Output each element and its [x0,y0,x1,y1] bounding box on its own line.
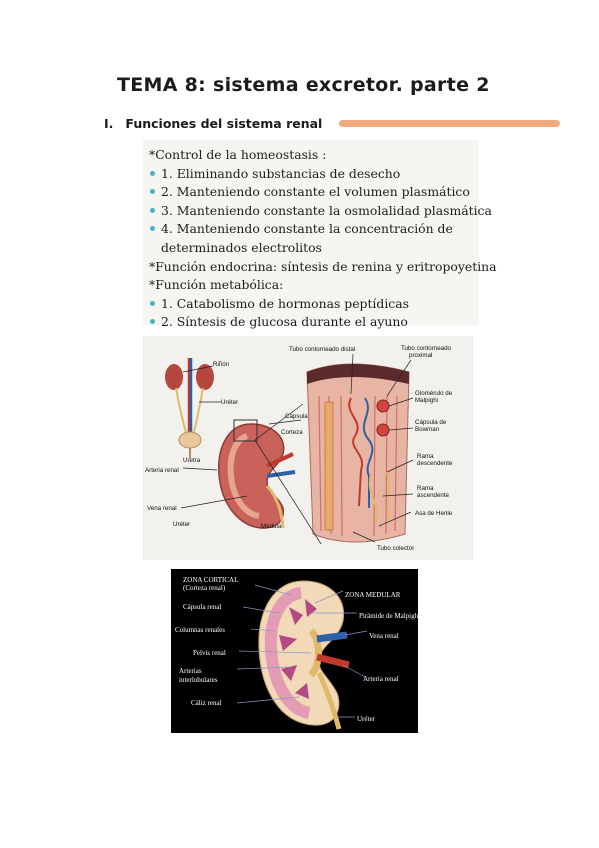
function-line: 3. Manteniendo constante la osmolalidad … [149,202,492,221]
label-corteza: Corteza [281,429,303,436]
label-arterias-1: Arterias [179,667,202,675]
label-asa-henle: Asa de Henle [415,510,453,517]
function-line-text: 3. Manteniendo constante la osmolalidad … [161,202,492,218]
label-tubo-proximal-1: Tubo contorneado [401,345,452,352]
kidney-zones-illustration: ZONA CORTICAL (Corteza renal) ZONA MEDUL… [175,576,420,730]
label-caliz: Cáliz renal [191,699,222,707]
label-arteria-renal: Arteria renal [363,675,399,683]
label-tubo-colector: Tubo colector [377,545,414,552]
function-line: 2. Manteniendo constante el volumen plas… [149,183,479,202]
label-ureter-bottom: Uréter [173,521,190,528]
section-title: Funciones del sistema renal [125,116,323,131]
bullet-dot-icon [150,189,155,195]
function-line: 4. Manteniendo constante la concentració… [149,220,479,239]
label-rama-desc-1: Rama [417,453,434,460]
label-rama-asc-1: Rama [417,485,434,492]
function-line: *Función endocrina: síntesis de renina y… [149,258,497,277]
nephron-cylinder [306,363,410,543]
label-tubo-proximal-2: proximal [409,352,432,359]
heading-highlight-bar [339,120,560,127]
function-line-text: 2. Síntesis de glucosa durante el ayuno [161,314,408,330]
function-line: 1. Eliminando substancias de desecho [149,165,479,184]
function-line: *Control de la homeostasis : [149,146,479,165]
label-pelvis: Pelvis renal [193,649,226,657]
label-medula: Médula [261,523,282,530]
label-capsula-renal: Cápsula renal [183,603,221,611]
function-line: 2. Síntesis de glucosa durante el ayuno [149,313,479,332]
label-vena-renal: Vena renal [147,505,177,512]
kidney-cross-section [218,419,296,529]
label-capsula-bowman-2: Bowman [415,426,440,433]
function-line-text: 2. Manteniendo constante el volumen plas… [161,184,470,200]
functions-textbox: *Control de la homeostasis : 1. Eliminand… [143,140,497,329]
label-zona-cortical-1: ZONA CORTICAL [183,576,238,584]
page-title: TEMA 8: sistema excretor. parte 2 [117,74,490,96]
label-ureter: Uréter [357,715,376,723]
function-line-text: 1. Catabolismo de hormonas peptídicas [161,295,409,311]
label-zona-medular: ZONA MEDULAR [345,591,401,599]
label-tubo-distal: Tubo contorneado distal [289,346,355,353]
function-line-text: determinados electrolitos [161,239,322,255]
nephron-illustration: Riñón Uréter Uretra Arteria renal Vena r… [145,345,453,552]
function-line-text: 4. Manteniendo constante la concentració… [161,221,453,237]
label-zona-cortical-2: (Corteza renal) [183,584,226,592]
function-line-text: *Función endocrina: síntesis de renina y… [149,258,497,274]
label-rinon: Riñón [213,361,230,368]
label-ureter-top: Uréter [221,399,238,406]
label-glomerulo-2: Malpighi [415,397,438,404]
label-columnas: Columnas renales [175,626,225,634]
label-arteria-renal: Arteria renal [145,467,179,474]
kidney-zones-figure: ZONA CORTICAL (Corteza renal) ZONA MEDUL… [171,569,420,733]
section-heading: I. Funciones del sistema renal [104,116,322,131]
bullet-dot-icon [150,170,155,176]
label-uretra: Uretra [183,457,201,464]
bullet-dot-icon [150,300,155,306]
nephron-figure: Riñón Uréter Uretra Arteria renal Vena r… [143,336,473,560]
function-line: 1. Catabolismo de hormonas peptídicas [149,295,479,314]
function-line: determinados electrolitos [149,239,479,258]
label-piramide: Pirámide de Malpighi [359,612,418,620]
function-line-text: *Función metabólica: [149,277,284,293]
urinary-system-drawing [165,358,214,458]
label-capsula: Cápsula [285,413,308,420]
label-glomerulo-1: Glomérulo de [415,390,453,397]
function-line-text: *Control de la homeostasis : [149,147,327,162]
bullet-dot-icon [150,207,155,213]
label-rama-desc-2: descendente [417,460,453,467]
label-arterias-2: interlobulares [179,676,218,684]
bullet-dot-icon [150,319,155,325]
label-capsula-bowman-1: Cápsula de [415,419,447,426]
function-line-text: 1. Eliminando substancias de desecho [161,165,401,181]
label-rama-asc-2: ascendente [417,492,450,499]
label-vena-renal: Vena renal [369,632,399,640]
function-line: *Función metabólica: [149,276,479,295]
bullet-dot-icon [150,226,155,232]
section-number: I. [104,116,114,131]
